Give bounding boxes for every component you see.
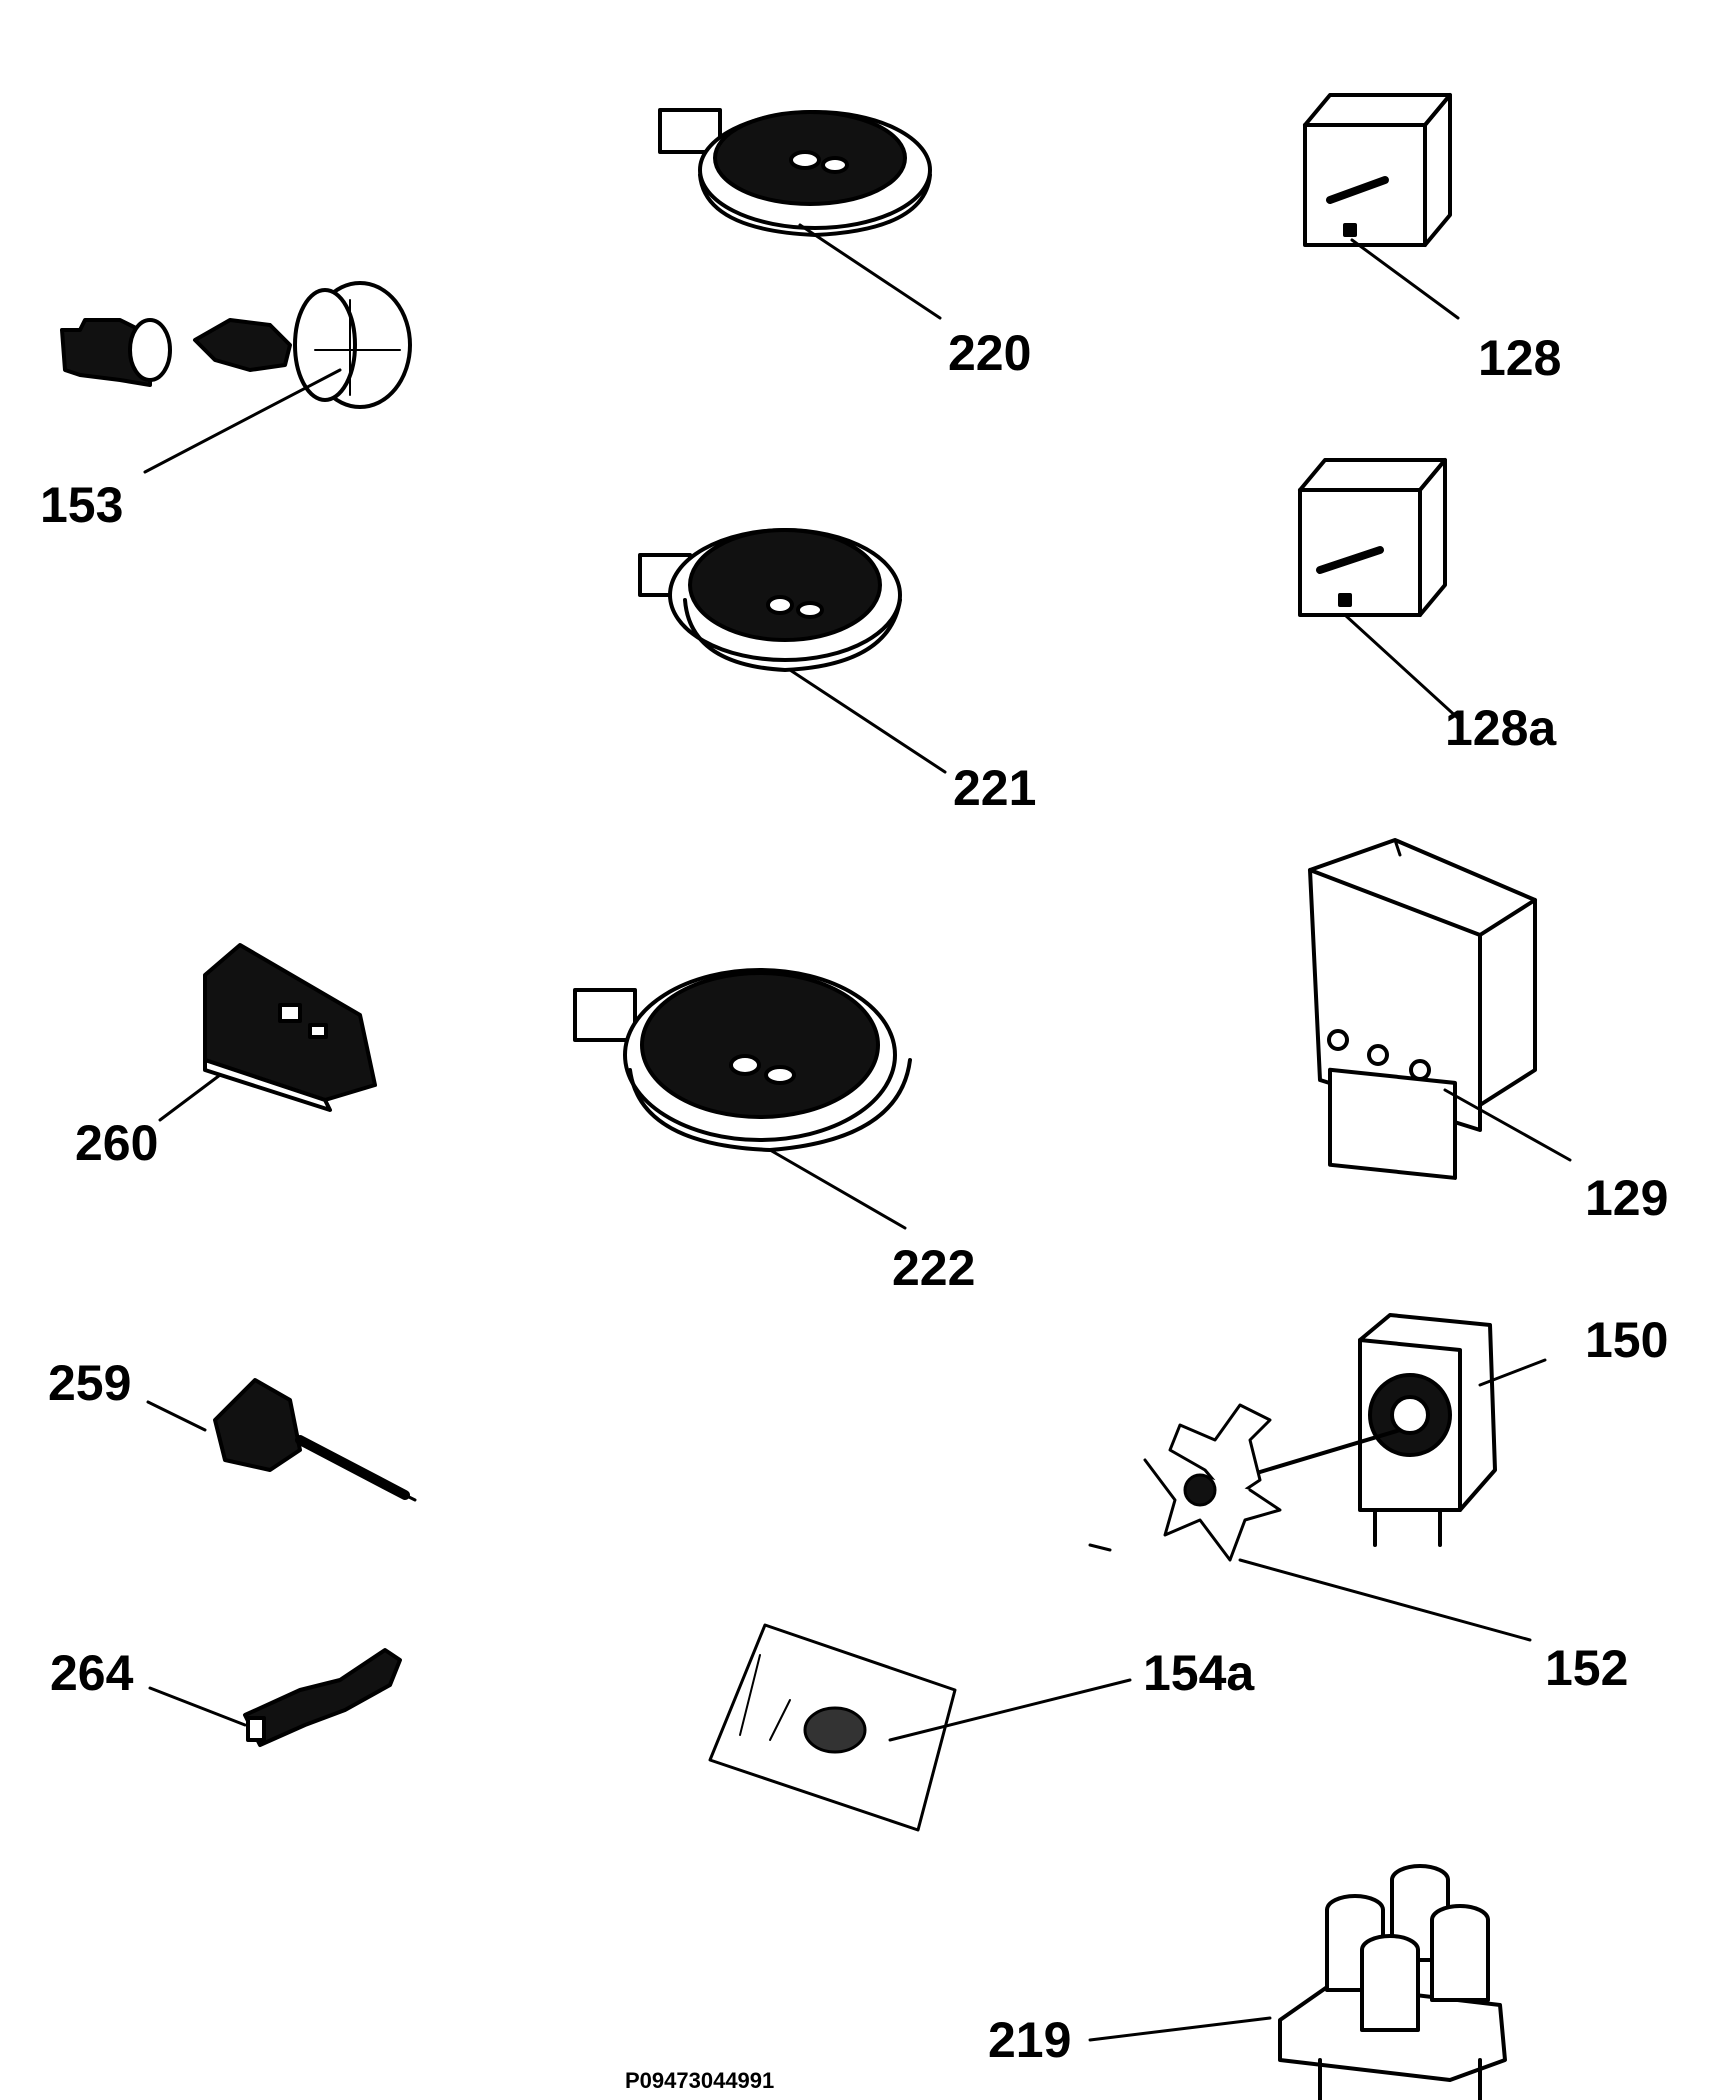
part-number-129: 129 [1585, 1170, 1669, 1226]
thermostat-259-drawing [146, 1378, 417, 1502]
oven-lamp-153-drawing [60, 281, 412, 474]
part-number-128: 128 [1478, 330, 1562, 386]
fan-motor-150-drawing [1358, 1313, 1547, 1547]
component-219-drawing [1088, 1864, 1507, 2100]
component-264-drawing [148, 1648, 402, 1747]
part-number-128a: 128a [1445, 700, 1557, 756]
fan-blade-152-drawing [1088, 1403, 1532, 1642]
part-number-154a: 154a [1143, 1645, 1255, 1701]
switch-260-drawing [158, 943, 377, 1122]
part-number-259: 259 [48, 1355, 132, 1411]
part-number-222: 222 [892, 1240, 976, 1296]
part-number-264: 264 [50, 1645, 134, 1701]
part-number-221: 221 [953, 760, 1037, 816]
drawing-code: P09473044991 [625, 2068, 775, 2093]
hotplate-221-drawing [638, 528, 947, 774]
hotplate-222-drawing [573, 968, 912, 1230]
part-number-150: 150 [1585, 1312, 1669, 1368]
part-number-153: 153 [40, 477, 124, 533]
part-number-260: 260 [75, 1115, 159, 1171]
energy-regulator-128-drawing [1303, 93, 1460, 320]
energy-regulator-128a-drawing [1298, 458, 1462, 722]
part-number-220: 220 [948, 325, 1032, 381]
part-number-219: 219 [988, 2012, 1072, 2068]
part-number-152: 152 [1545, 1640, 1629, 1696]
hotplate-220-drawing [658, 108, 942, 320]
timer-129-drawing [1308, 838, 1572, 1180]
insulation-sheet-154a-drawing [708, 1623, 1132, 1832]
